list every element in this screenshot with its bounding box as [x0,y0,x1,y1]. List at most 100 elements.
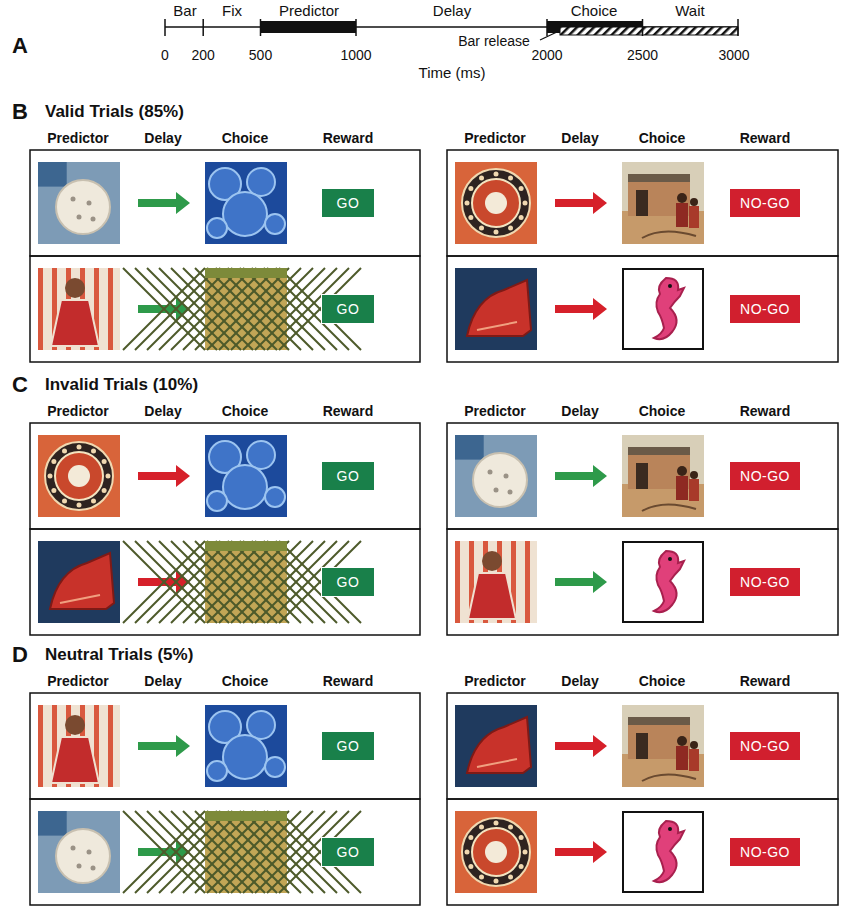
column-header: Delay [561,673,598,689]
photo-part [265,757,285,777]
photo-part [622,268,704,350]
timeline-label: 2500 [627,47,658,63]
photo-part [219,541,301,623]
photo-part [462,818,530,886]
photo-part [455,162,537,244]
reward-label: NO-GO [740,844,790,860]
reward-box: NO-GO [729,188,801,218]
photo-part [247,168,275,196]
photo-part [207,541,289,623]
photo-part [91,448,96,453]
trial-frame [447,529,838,635]
photo-house [622,705,704,787]
photo-part [51,459,56,464]
photo-plate [38,435,120,517]
photo-part [195,541,277,623]
photo-part [279,268,361,350]
trial-frame [30,693,420,799]
photo-part [494,172,499,177]
photo-part [219,268,301,350]
photo-part [207,761,227,781]
timeline-label: 0 [161,47,169,63]
timeline [165,19,738,40]
photo-part [135,811,217,893]
reward-label: NO-GO [740,574,790,590]
photo-part [473,453,527,507]
photo-part [494,879,499,884]
timeline-label: 1000 [340,47,371,63]
photo-part [525,541,530,623]
photo-part [231,268,313,350]
photo-part [467,717,531,773]
trial-frame [447,150,838,256]
photo-part [207,541,289,623]
trial-frame [30,799,420,905]
photo-part [508,490,513,495]
column-header: Choice [639,673,686,689]
photo-part [91,499,96,504]
photo-chair [455,268,537,350]
photo-part [690,471,698,479]
photo-part [50,553,114,609]
column-header: Predictor [47,403,108,419]
tick-mark [202,19,204,36]
photo-part [147,811,229,893]
photo-part [207,811,289,893]
photo-part [455,435,537,517]
tick-mark [642,19,644,36]
photo-part [622,162,704,244]
photo-part [243,268,325,350]
photo-part [51,488,56,493]
column-header: Reward [323,403,374,419]
photo-part [205,268,287,278]
timeline-label: Wait [675,2,704,19]
trial-row [447,693,838,799]
photo-part [482,551,502,571]
photo-part [668,557,672,561]
photo-part [147,811,229,893]
photo-part [508,226,513,231]
photo-part [477,759,517,767]
photo-part [622,811,704,893]
photo-part [676,746,688,770]
photo-part [147,541,229,623]
column-header: Choice [639,403,686,419]
photo-part [279,541,361,623]
photo-part [60,595,100,603]
photo-part [171,268,253,350]
timeline-label: 2000 [531,47,562,63]
photo-part [183,811,265,893]
response-hatch [560,27,738,35]
photo-part [677,193,687,203]
photo-part [508,875,513,880]
photo-part [205,811,287,821]
delay-arrow [555,735,607,757]
photo-part [71,846,76,851]
photo-part [455,705,537,787]
delay-arrow [138,735,190,757]
photo-part [223,465,267,509]
photo-part [56,829,110,883]
panel-title: Neutral Trials (5%) [45,645,193,665]
photo-part [135,811,217,893]
column-header: Predictor [464,130,525,146]
reward-box: GO [321,731,375,761]
photo-part [519,215,524,220]
photo-part [485,192,507,214]
photo-ball [38,162,120,244]
photo-part [654,278,684,339]
photo-part [205,435,287,517]
trial-frame [30,150,420,256]
trial-row [447,150,838,256]
photo-part [108,268,113,350]
photo-doll [38,268,120,350]
photo-part [676,476,688,500]
photo-plate [455,811,537,893]
photo-part [183,541,265,623]
photo-part [636,463,648,489]
photo-part [636,733,648,759]
photo-part [135,268,217,350]
timeline-label: A [12,33,28,58]
photo-part [159,811,241,893]
photo-part [455,541,537,623]
